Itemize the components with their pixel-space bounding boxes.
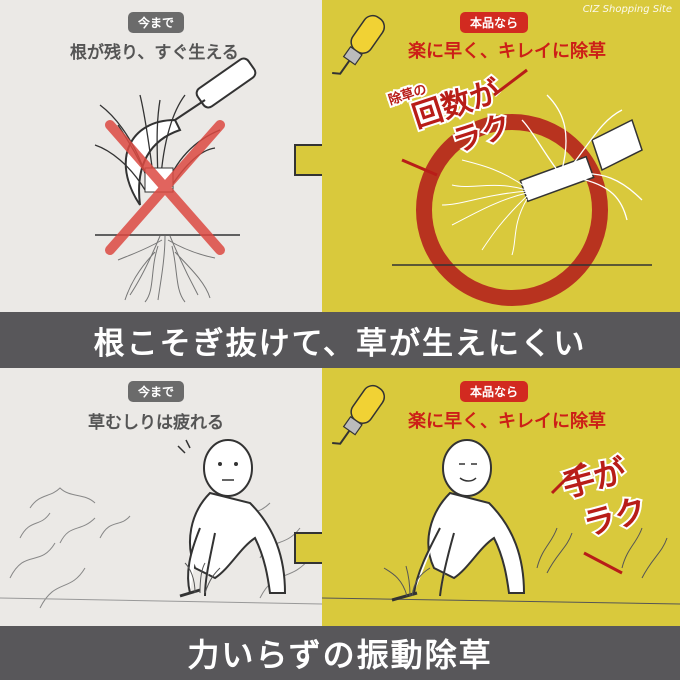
watermark-text: CIZ Shopping Site xyxy=(582,4,672,15)
bottom-before-badge: 今まで xyxy=(128,381,185,402)
top-before-caption: 根が残り、すぐ生える xyxy=(70,43,239,63)
top-headline-band: 根こそぎ抜けて、草が生えにくい xyxy=(0,312,680,368)
bottom-before-panel: 今まで 草むしりは疲れる xyxy=(0,368,322,626)
easy-weeding-person-illustration: 手が ラク xyxy=(322,384,680,605)
root-removal-illustration: 除草の 回数が ラク xyxy=(332,14,652,306)
bottom-headline-text: 力いらずの振動除草 xyxy=(187,636,493,674)
tired-person-illustration xyxy=(0,439,322,609)
top-before-panel: 今まで 根が残り、すぐ生える xyxy=(0,0,322,312)
bottom-after-panel: 本品なら 楽に早く、キレイに除草 xyxy=(322,368,680,626)
top-after-caption: 楽に早く、キレイに除草 xyxy=(408,41,606,62)
bottom-before-caption: 草むしりは疲れる xyxy=(88,413,224,433)
top-headline-text: 根こそぎ抜けて、草が生えにくい xyxy=(93,325,587,362)
bottom-headline-band: 力いらずの振動除草 xyxy=(0,626,680,680)
bottom-after-badge: 本品なら xyxy=(460,381,529,402)
top-after-panel: CIZ Shopping Site 本品なら 楽に早く、キレイに除草 xyxy=(322,0,680,312)
top-before-badge: 今まで xyxy=(128,12,185,33)
bottom-after-caption: 楽に早く、キレイに除草 xyxy=(408,411,606,432)
weeding-tool-illustration xyxy=(94,57,257,303)
top-after-badge: 本品なら xyxy=(460,12,529,33)
